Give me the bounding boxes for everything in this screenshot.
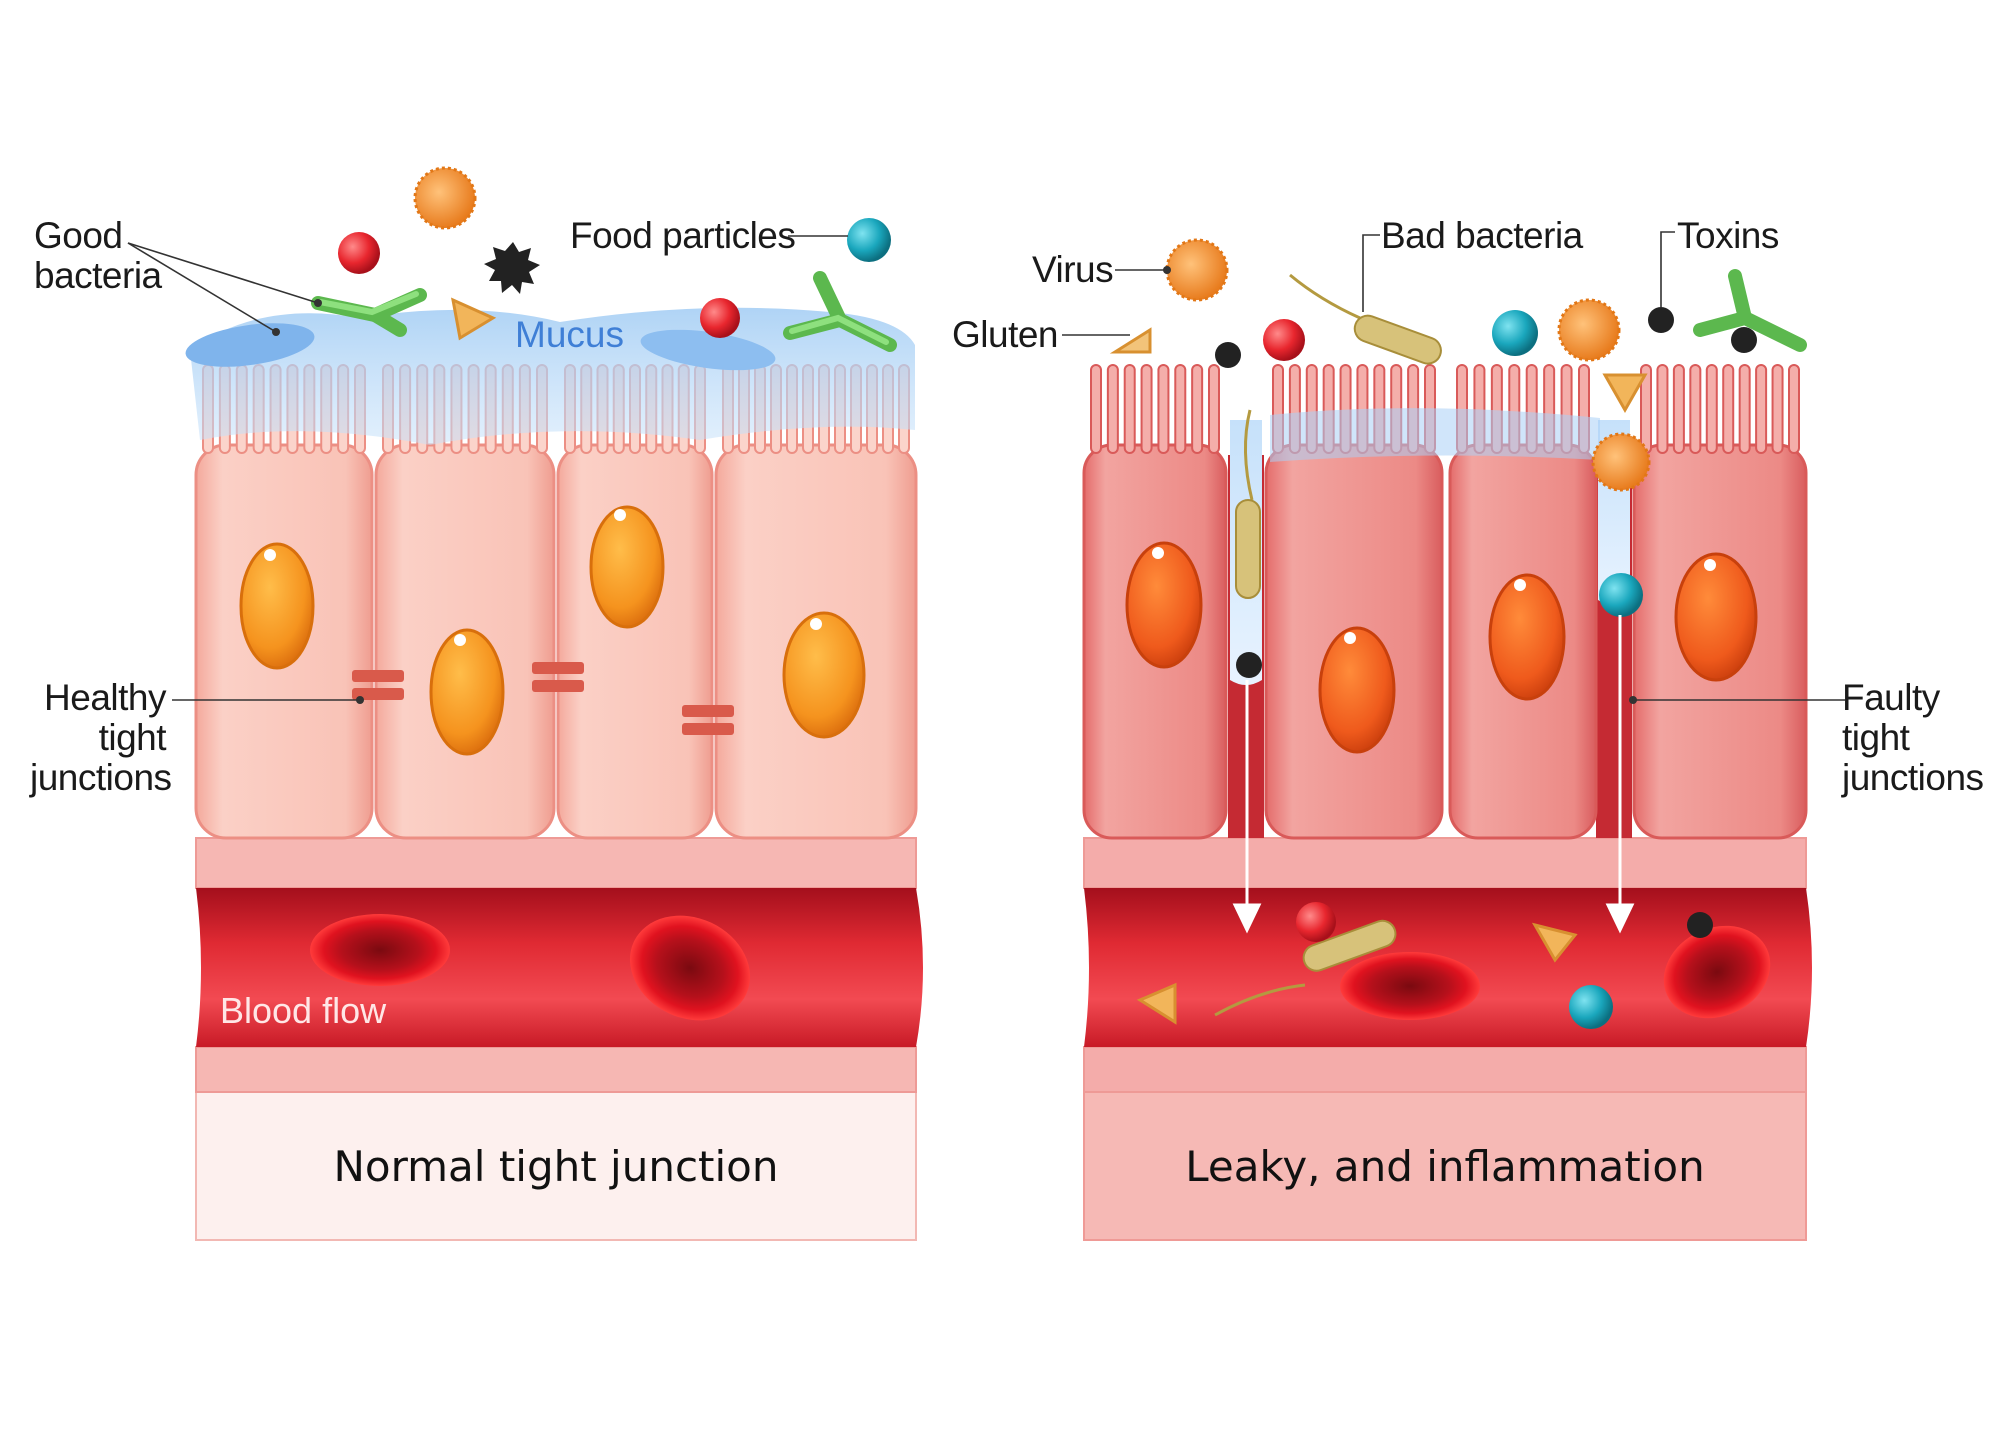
microvillus (1771, 364, 1784, 454)
microvillus (1208, 364, 1220, 454)
leaky-caption-box (1083, 1091, 1807, 1241)
gluten (1136, 982, 1177, 1025)
gluten (451, 297, 497, 341)
toxin (484, 242, 540, 294)
cell-nucleus (1674, 552, 1758, 682)
gluten-label: Gluten (952, 314, 1059, 355)
submucosa-layer (1083, 1046, 1807, 1093)
cell-nucleus (782, 611, 866, 739)
food-particle (1599, 573, 1643, 617)
normal-caption-box (195, 1091, 917, 1241)
bad-bacteria (1214, 273, 1442, 1017)
good-bacteria-highlight (317, 291, 889, 345)
gluten (1602, 373, 1648, 414)
red-blood-cell (1340, 952, 1480, 1020)
red-blood-cell (1663, 925, 1771, 1019)
normal-caption: Normal tight junction (333, 1142, 779, 1191)
bad-bacteria-label: Bad bacteria (1381, 215, 1583, 256)
microvillus (1123, 364, 1136, 454)
good-bacteria (1693, 269, 1807, 352)
leaky-caption: Leaky, and inflammation (1185, 1142, 1705, 1191)
virus-label: Virus (1032, 249, 1114, 290)
microvillus (1157, 364, 1170, 454)
leak-arrows (1232, 615, 1635, 934)
healthy-tight-junctions (352, 662, 734, 735)
submucosa-layer (195, 1046, 917, 1093)
basement-membrane (1083, 837, 1807, 889)
basement-membrane (195, 837, 917, 889)
mucus-blob (185, 323, 315, 367)
red-blood-cell (310, 914, 450, 986)
leader-lines (1062, 231, 1845, 701)
microvillus (1738, 364, 1751, 454)
nuclei (1125, 541, 1758, 754)
microvillus (1191, 364, 1204, 454)
microvillus (1755, 364, 1768, 454)
nuclei (239, 505, 866, 756)
microvillus (1722, 364, 1735, 454)
microvillus (1788, 364, 1800, 454)
toxins-label: Toxins (1677, 215, 1779, 256)
food-particle (847, 218, 891, 262)
blood-flow-label: Blood flow (220, 990, 387, 1031)
microvillus (1689, 364, 1702, 454)
microvillus (1174, 364, 1187, 454)
food-particles-label: Food particles (570, 215, 796, 256)
virus (1591, 432, 1651, 492)
mucus-label: Mucus (515, 314, 624, 355)
microvillus (1656, 364, 1669, 454)
epithelial-cell (556, 443, 714, 840)
red-particle (338, 232, 380, 274)
red-particle (700, 298, 740, 338)
cell-nucleus (429, 628, 505, 756)
virus (1557, 298, 1621, 362)
microvillus (1672, 364, 1685, 454)
toxins (1215, 307, 1757, 938)
food-particle (1569, 985, 1613, 1029)
gluten (1109, 327, 1152, 354)
leader-lines (127, 235, 848, 701)
normal-panel (127, 166, 923, 1241)
microvillus (1140, 364, 1153, 454)
microvillus (1106, 364, 1119, 454)
cell-nucleus (589, 505, 665, 629)
mucus-blob (640, 329, 776, 371)
food-particle (1492, 310, 1538, 356)
cell-nucleus (239, 542, 315, 670)
virus (413, 166, 477, 230)
cell-nucleus (1318, 626, 1396, 754)
gluten (1531, 922, 1578, 963)
cell-nucleus (1488, 573, 1566, 701)
red-particle (1263, 319, 1305, 361)
cell-nucleus (1125, 541, 1203, 669)
red-particle (1296, 902, 1336, 942)
thin-mucus (1270, 408, 1600, 462)
microvillus (1705, 364, 1718, 454)
microvillus (1090, 364, 1102, 454)
leaky-panel (1062, 231, 1845, 1241)
red-blood-cell (629, 915, 751, 1021)
virus (1165, 238, 1229, 302)
